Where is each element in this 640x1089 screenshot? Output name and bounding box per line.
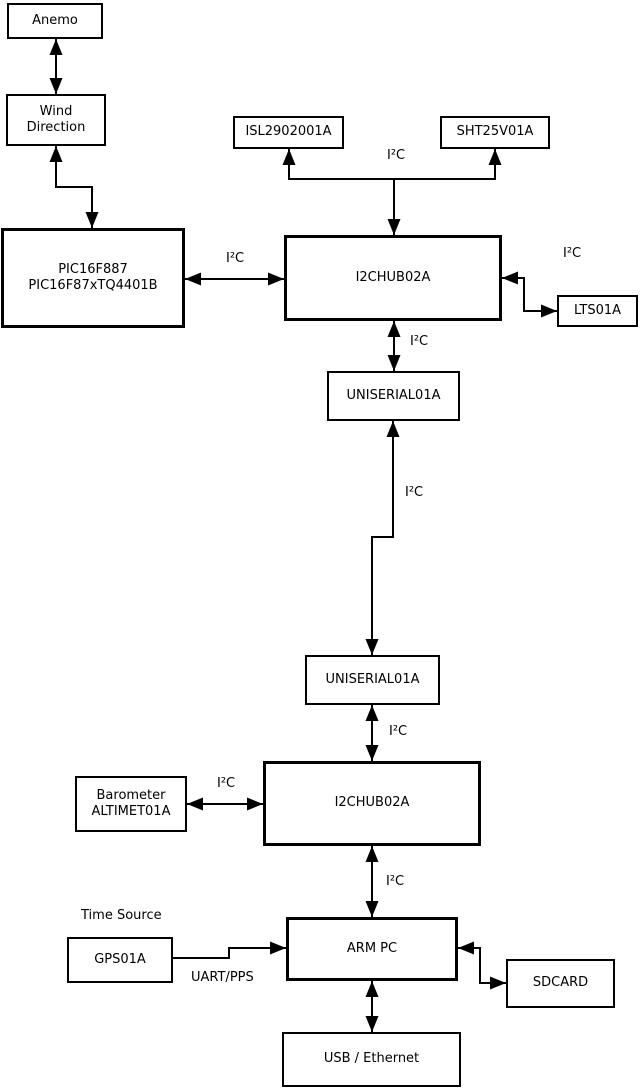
node-i2chub02a-top-label: I2CHUB02A	[355, 269, 431, 285]
node-uniserial01a-bottom-label: UNISERIAL01A	[325, 671, 420, 687]
node-uniserial01a-top: UNISERIAL01A	[327, 371, 460, 421]
node-lts01a: LTS01A	[557, 295, 638, 327]
edge-label-uart-pps: UART/PPS	[191, 970, 254, 985]
node-usb-ethernet: USB / Ethernet	[282, 1032, 461, 1087]
edge-wind-pic	[49, 146, 99, 228]
edge-hub1-isl	[282, 149, 401, 235]
edge-label-i2c-uniserial-link: I²C	[405, 485, 424, 500]
node-i2chub02a-bottom: I2CHUB02A	[263, 761, 481, 846]
node-wind-direction: Wind Direction	[6, 94, 106, 146]
edge-hub1-sht	[394, 149, 502, 180]
edge-label-i2c-uniserial-hub2: I²C	[389, 724, 408, 739]
node-pic16f887-label: PIC16F887 PIC16F87xTQ4401B	[28, 261, 158, 293]
node-anemo-label: Anemo	[32, 12, 78, 28]
node-i2chub02a-bottom-label: I2CHUB02A	[334, 795, 410, 811]
edge-label-i2c-barometer-hub2: I²C	[217, 776, 236, 791]
node-arm-pc: ARM PC	[286, 917, 458, 981]
node-lts01a-label: LTS01A	[573, 302, 622, 318]
node-isl2902001a: ISL2902001A	[233, 116, 344, 149]
node-anemo: Anemo	[7, 3, 103, 39]
node-uniserial01a-bottom: UNISERIAL01A	[305, 655, 440, 705]
edge-label-i2c-hub1-lts: I²C	[563, 246, 582, 261]
edge-armpc-sdcard	[458, 941, 506, 990]
edge-gps-armpc	[173, 941, 286, 959]
edge-uniserial-top-uniserial-bottom	[365, 421, 400, 655]
node-wind-direction-label: Wind Direction	[26, 103, 86, 135]
node-barometer-altimet01a-label: Barometer ALTIMET01A	[91, 787, 171, 819]
edge-hub1-lts	[502, 271, 557, 318]
node-barometer-altimet01a: Barometer ALTIMET01A	[75, 776, 187, 832]
edge-label-i2c-sensor-branch: I²C	[387, 148, 406, 163]
node-i2chub02a-top: I2CHUB02A	[284, 235, 502, 321]
edge-label-i2c-pic-hub1: I²C	[226, 251, 245, 266]
caption-time-source: Time Source	[81, 908, 162, 923]
node-sdcard-label: SDCARD	[532, 975, 589, 991]
node-usb-ethernet-label: USB / Ethernet	[323, 1051, 420, 1067]
node-pic16f887: PIC16F887 PIC16F87xTQ4401B	[1, 228, 185, 328]
node-isl2902001a-label: ISL2902001A	[245, 124, 332, 140]
node-sht25v01a: SHT25V01A	[440, 116, 550, 149]
node-sdcard: SDCARD	[506, 959, 615, 1008]
node-arm-pc-label: ARM PC	[346, 940, 398, 956]
node-gps01a: GPS01A	[67, 937, 173, 983]
node-gps01a-label: GPS01A	[94, 951, 146, 967]
edge-label-i2c-hub2-armpc: I²C	[386, 874, 405, 889]
edge-label-i2c-hub1-uniserial: I²C	[410, 334, 429, 349]
node-uniserial01a-top-label: UNISERIAL01A	[346, 387, 441, 403]
node-sht25v01a-label: SHT25V01A	[456, 124, 534, 140]
